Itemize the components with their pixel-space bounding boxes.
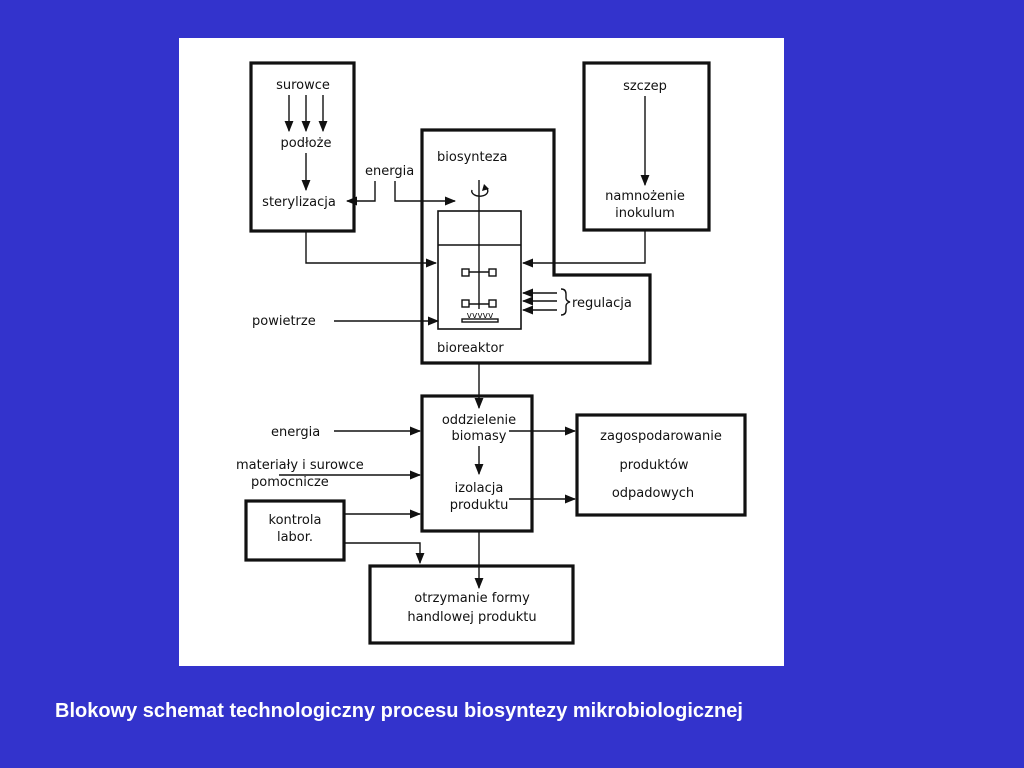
biosynthesis-label: biosynteza bbox=[437, 150, 507, 165]
separation-label-2: biomasy bbox=[452, 429, 507, 444]
medium-label: podłoże bbox=[281, 136, 332, 151]
waste-management-box: zagospodarowanie produktów odpadowych bbox=[575, 413, 747, 517]
strain-label: szczep bbox=[623, 79, 667, 94]
lab-box-frame bbox=[244, 499, 346, 562]
strain-box-frame bbox=[582, 61, 711, 232]
impeller-icon bbox=[461, 268, 497, 308]
sterilization-label: sterylizacja bbox=[262, 195, 336, 210]
separation-label-1: oddzielenie bbox=[442, 413, 516, 428]
arrow-inoculum-to-reactor bbox=[521, 230, 646, 268]
arrow-energy-to-sterilization bbox=[345, 181, 376, 206]
regulation-brace bbox=[560, 288, 571, 316]
arrow-sterilization-to-reactor bbox=[305, 231, 438, 268]
inoculum-label-1: namnożenie bbox=[605, 189, 685, 204]
process-flow-diagram: surowce podłoże sterylizacja energia szc… bbox=[236, 61, 747, 645]
bioreactor-label: bioreaktor bbox=[437, 341, 504, 356]
air-sparger-icon: vvvvv bbox=[461, 311, 499, 323]
separation-box: oddzielenie biomasy izolacja produktu bbox=[420, 394, 534, 533]
rotation-arrow-icon bbox=[471, 184, 489, 197]
final-label-2: handlowej produktu bbox=[407, 610, 536, 625]
svg-text:vvvvv: vvvvv bbox=[467, 311, 494, 321]
materials-label-2: pomocnicze bbox=[251, 475, 329, 490]
energy-bottom-label: energia bbox=[271, 425, 320, 440]
regulation-label: regulacja bbox=[572, 296, 632, 311]
isolation-label-2: produktu bbox=[450, 498, 509, 513]
waste-label-3: odpadowych bbox=[612, 486, 694, 501]
air-label: powietrze bbox=[252, 314, 316, 329]
waste-box-frame bbox=[575, 413, 747, 517]
final-product-box: otrzymanie formy handlowej produktu bbox=[368, 564, 575, 645]
waste-label-2: produktów bbox=[620, 458, 689, 473]
isolation-label-1: izolacja bbox=[455, 481, 504, 496]
separation-box-frame bbox=[420, 394, 534, 533]
energy-top-label: energia bbox=[365, 164, 414, 179]
waste-label-1: zagospodarowanie bbox=[600, 429, 722, 444]
raw-materials-label: surowce bbox=[276, 78, 330, 93]
materials-label-1: materiały i surowce bbox=[236, 458, 364, 473]
lab-label-2: labor. bbox=[277, 530, 313, 545]
final-label-1: otrzymanie formy bbox=[414, 591, 530, 606]
medium-box-frame bbox=[249, 61, 356, 233]
biosynthesis-box-frame bbox=[420, 128, 652, 365]
arrow-energy-to-biosynthesis bbox=[394, 181, 457, 206]
lab-control-box: kontrola labor. bbox=[244, 499, 346, 562]
final-box-frame bbox=[368, 564, 575, 645]
strain-box: szczep namnożenie inokulum bbox=[582, 61, 711, 232]
slide-caption: Blokowy schemat technologiczny procesu b… bbox=[55, 700, 743, 722]
lab-label-1: kontrola bbox=[269, 513, 322, 528]
medium-preparation-box: surowce podłoże sterylizacja bbox=[249, 61, 356, 233]
diagram-panel: surowce podłoże sterylizacja energia szc… bbox=[179, 38, 784, 666]
arrow-lab-to-final bbox=[344, 542, 425, 565]
biosynthesis-box: biosynteza vvvvv bioreaktor bbox=[420, 128, 652, 365]
inoculum-label-2: inokulum bbox=[615, 206, 675, 221]
